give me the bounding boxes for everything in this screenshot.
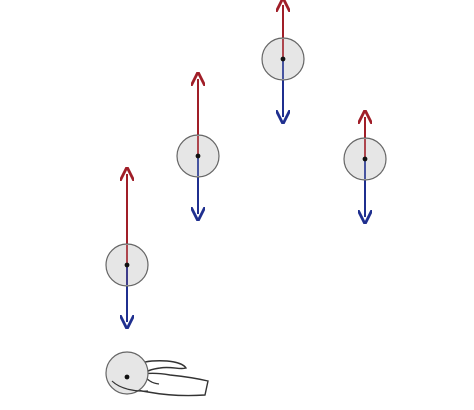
hand-with-ball — [105, 351, 209, 397]
center-dot — [195, 153, 201, 159]
center-dot — [362, 156, 368, 162]
center-dot — [124, 262, 130, 268]
ball-3-group — [261, 5, 305, 117]
ball-2-group — [176, 79, 220, 214]
center-dot — [280, 56, 286, 62]
ball-4-group — [343, 117, 387, 217]
ball-1-group — [105, 174, 149, 322]
ball-icon — [105, 351, 149, 395]
